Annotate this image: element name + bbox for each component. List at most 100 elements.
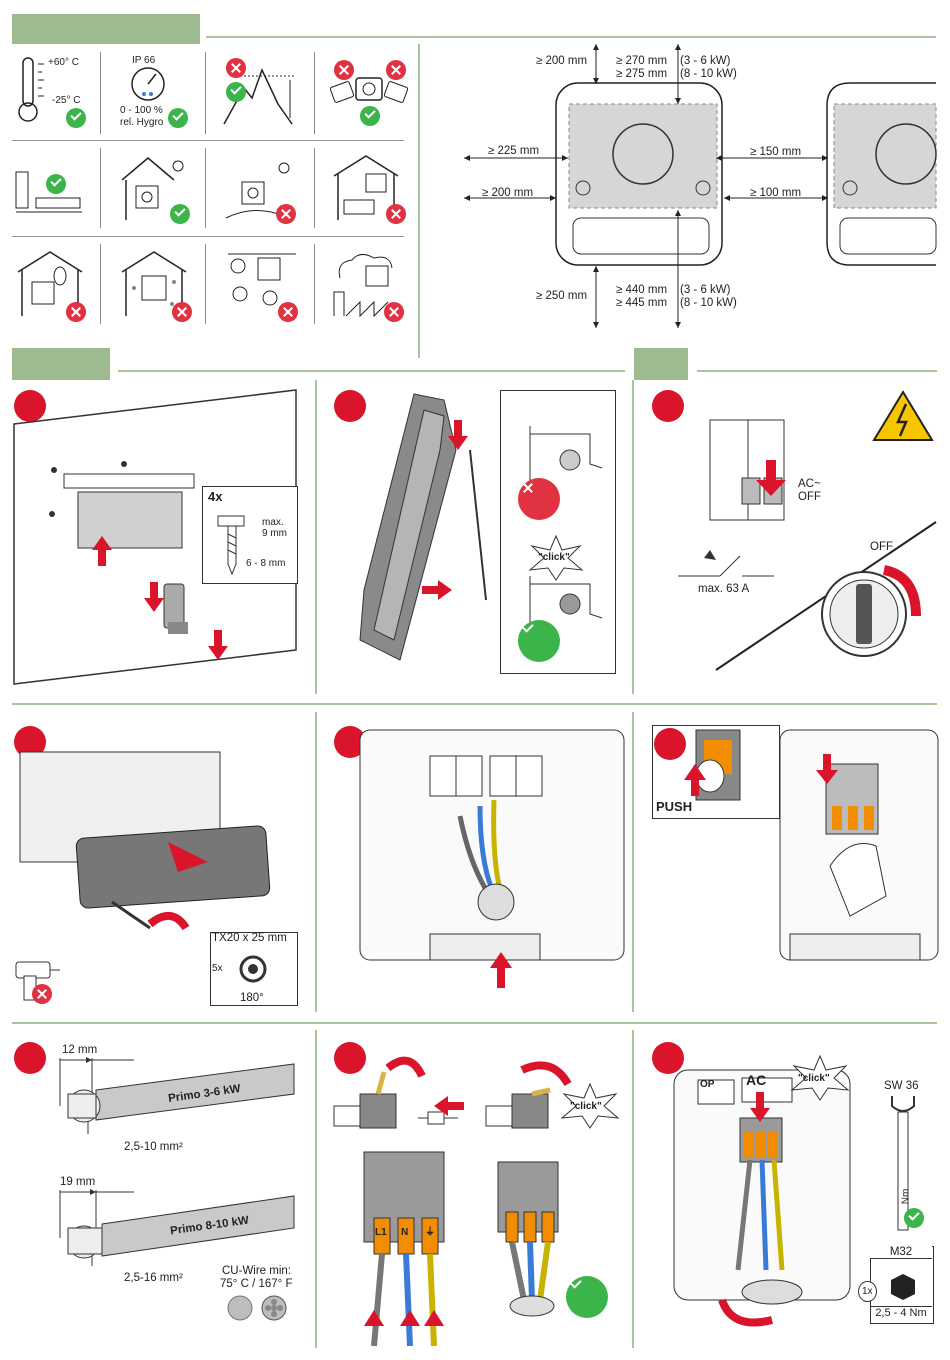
inverter-open-illustration [19, 751, 271, 909]
torque-wrench-icon [891, 1096, 915, 1231]
screw-length-label: 6 - 8 mm [246, 558, 286, 569]
hook-detail-wrong [529, 426, 603, 498]
clearance-right-1: ≥ 150 mm [750, 146, 802, 158]
hex-nut-icon [891, 1274, 915, 1300]
not-allowed-icon [518, 478, 560, 520]
clearance-bottom-left: ≥ 250 mm [536, 290, 588, 302]
section-header-environment [12, 14, 200, 44]
clearance-left-2: ≥ 200 mm [482, 187, 534, 199]
check-icon [66, 108, 86, 128]
check-icon [170, 204, 190, 224]
arrow-3-icon [208, 630, 228, 660]
high-voltage-warning-icon [872, 390, 934, 441]
grid-line [314, 148, 315, 228]
not-allowed-icon [172, 302, 192, 322]
push-label: PUSH [656, 799, 693, 814]
divider [12, 703, 937, 705]
ip-rating-label: IP 66 [132, 55, 156, 66]
step-marker [334, 390, 366, 422]
clearance-top-left: ≥ 200 mm [536, 55, 588, 67]
check-icon [226, 82, 246, 102]
inverter-outline [555, 82, 723, 266]
step-marker [334, 1042, 366, 1074]
terminal-area-illustration [779, 729, 939, 961]
strip-length-1-label: 12 mm [62, 1044, 98, 1056]
max-label: max. [262, 517, 284, 528]
screwdriver-icon [111, 900, 190, 931]
connector-lever-closed-icon [485, 1061, 572, 1129]
count-label: 5x [212, 963, 223, 974]
grid-line [100, 52, 101, 134]
push-connector-icon [695, 729, 741, 801]
pin-label: N [401, 1227, 409, 1238]
switch-off-label: OFF [870, 541, 893, 553]
divider [206, 36, 936, 38]
terminal-final-illustration [673, 1069, 851, 1327]
wire-spec-2-label: 75° C / 167° F [220, 1278, 293, 1290]
not-allowed-icon [32, 984, 52, 1004]
not-allowed-icon [278, 302, 298, 322]
inverter-side-illustration [359, 393, 487, 661]
gland-count-label: 1x [858, 1281, 877, 1302]
strip-length-2-label: 19 mm [60, 1176, 96, 1188]
clearance-top-2: ≥ 275 mm [616, 68, 668, 80]
click-label: "click" [798, 1073, 830, 1084]
divider [315, 380, 317, 694]
switch-symbol [678, 550, 774, 577]
arrow-2-icon [144, 582, 164, 612]
not-allowed-icon [386, 204, 406, 224]
check-icon [518, 620, 560, 662]
max-value-label: 9 mm [262, 528, 287, 539]
not-allowed-icon [334, 60, 354, 80]
section-header-mounting [12, 348, 110, 380]
clearance-top-1: ≥ 270 mm [616, 55, 668, 67]
arrow-down-icon [756, 460, 786, 496]
humidity-gauge-icon [131, 67, 165, 101]
grid-line [314, 52, 315, 134]
screw-qty-label: 4x [208, 489, 223, 504]
clearance-bottom-2: ≥ 445 mm [616, 297, 668, 309]
divider [118, 370, 625, 372]
clearance-bottom-2-range: (8 - 10 kW) [680, 297, 737, 309]
off-label: OFF [798, 491, 821, 503]
humidity-unit-label: rel. Hygro [120, 117, 164, 128]
connector-front-icon [363, 1151, 445, 1347]
clearance-top-2-range: (8 - 10 kW) [680, 68, 737, 80]
arrow-2-icon [422, 580, 452, 600]
click-label: "click" [570, 1101, 602, 1112]
pin-label: ⏚ [425, 1227, 435, 1238]
indoor-icon [121, 157, 184, 220]
stable-icon [228, 253, 296, 306]
divider [315, 1030, 317, 1348]
step-marker [14, 1042, 46, 1074]
arrow-left-icon [434, 1096, 464, 1116]
cross-section-1-label: 2,5-10 mm² [124, 1141, 183, 1153]
not-allowed-icon [66, 302, 86, 322]
humidity-range-label: 0 - 100 % [120, 105, 163, 116]
cable-1-icon [67, 1063, 295, 1123]
outdoor-sun-icon [225, 162, 290, 219]
not-allowed-icon [386, 60, 406, 80]
rotary-switch-icon [821, 565, 921, 657]
check-icon [168, 108, 188, 128]
check-icon [46, 174, 66, 194]
wire-spec-1-label: CU-Wire min: [222, 1265, 291, 1277]
screw-icon [217, 515, 245, 576]
gland-size-label: M32 [870, 1246, 932, 1259]
click-label: "click" [538, 552, 570, 563]
ac-label: AC~ [798, 478, 821, 490]
temp-min-label: -25° C [52, 95, 81, 106]
torx-icon [239, 955, 267, 983]
thermometer-icon [18, 57, 44, 122]
connector-lever-open-icon [333, 1056, 458, 1129]
check-icon [904, 1208, 924, 1228]
arrow-1-icon [92, 536, 112, 566]
grid-line [314, 244, 315, 324]
inverter-tilt-icon [329, 77, 409, 103]
step-marker [652, 1042, 684, 1074]
cross-section-2-label: 2,5-16 mm² [124, 1272, 183, 1284]
solid-wire-icon [227, 1295, 253, 1321]
grid-line [100, 244, 101, 324]
drill-icon [15, 961, 60, 1001]
wall-illustration [13, 389, 297, 685]
